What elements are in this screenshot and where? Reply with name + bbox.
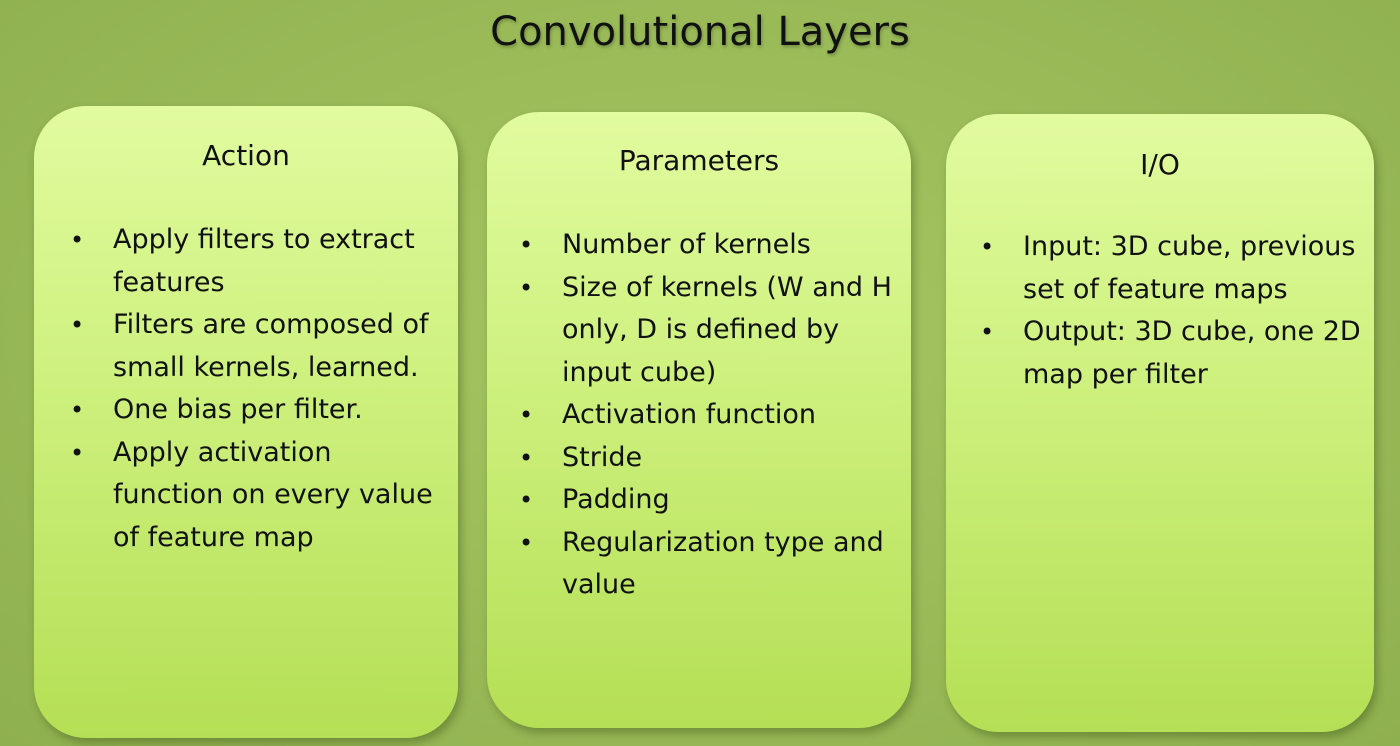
bullet-icon: • <box>70 396 85 424</box>
list-item: • Output: 3D cube, one 2D map per filter <box>980 311 1370 396</box>
list-item-text: Padding <box>562 484 670 515</box>
list-item: • Apply activation function on every val… <box>70 432 450 560</box>
bullet-icon: • <box>519 401 534 429</box>
list-item-text: Regularization type and value <box>562 526 884 601</box>
bullet-icon: • <box>519 231 534 259</box>
list-item: • Regularization type and value <box>519 522 904 607</box>
list-item: • Apply filters to extract features <box>70 219 450 304</box>
bullet-icon: • <box>519 273 534 302</box>
list-item-text: Stride <box>562 441 643 473</box>
list-item: • Stride <box>519 437 904 480</box>
list-item-text: Apply activation function on every value… <box>113 436 433 553</box>
list-item-text: Input: 3D cube, previous set of feature … <box>1023 231 1356 305</box>
list-item: • Input: 3D cube, previous set of featur… <box>980 226 1370 311</box>
list-item-text: One bias per filter. <box>113 394 363 425</box>
list-item: • Size of kernels (W and H only, D is de… <box>519 267 904 395</box>
bullet-icon: • <box>70 438 85 467</box>
bullet-icon: • <box>519 443 534 472</box>
list-item: • One bias per filter. <box>70 389 450 432</box>
action-list: • Apply filters to extract features • Fi… <box>70 219 450 559</box>
action-heading: Action <box>202 139 290 172</box>
list-item-text: Activation function <box>562 399 817 430</box>
bullet-icon: • <box>980 318 995 346</box>
list-item-text: Filters are composed of small kernels, l… <box>113 309 429 383</box>
list-item-text: Number of kernels <box>562 229 811 260</box>
list-item-text: Output: 3D cube, one 2D map per filter <box>1023 316 1361 390</box>
list-item-text: Size of kernels (W and H only, D is defi… <box>562 271 892 388</box>
bullet-icon: • <box>519 528 534 557</box>
list-item: • Activation function <box>519 394 904 437</box>
io-heading: I/O <box>1140 148 1180 181</box>
bullet-icon: • <box>519 486 534 514</box>
list-item: • Filters are composed of small kernels,… <box>70 304 450 389</box>
parameters-list: • Number of kernels • Size of kernels (W… <box>519 224 904 607</box>
list-item: • Number of kernels <box>519 224 904 267</box>
bullet-icon: • <box>70 311 85 339</box>
slide-title: Convolutional Layers <box>490 9 910 55</box>
list-item-text: Apply filters to extract features <box>113 224 415 298</box>
parameters-heading: Parameters <box>618 144 780 177</box>
list-item: • Padding <box>519 479 904 522</box>
parameters-card: Parameters • Number of kernels • Size of… <box>487 112 911 728</box>
io-card: I/O • Input: 3D cube, previous set of fe… <box>946 114 1374 732</box>
bullet-icon: • <box>70 226 85 254</box>
bullet-icon: • <box>980 233 995 261</box>
io-list: • Input: 3D cube, previous set of featur… <box>980 226 1370 396</box>
action-card: Action • Apply filters to extract featur… <box>34 106 458 738</box>
